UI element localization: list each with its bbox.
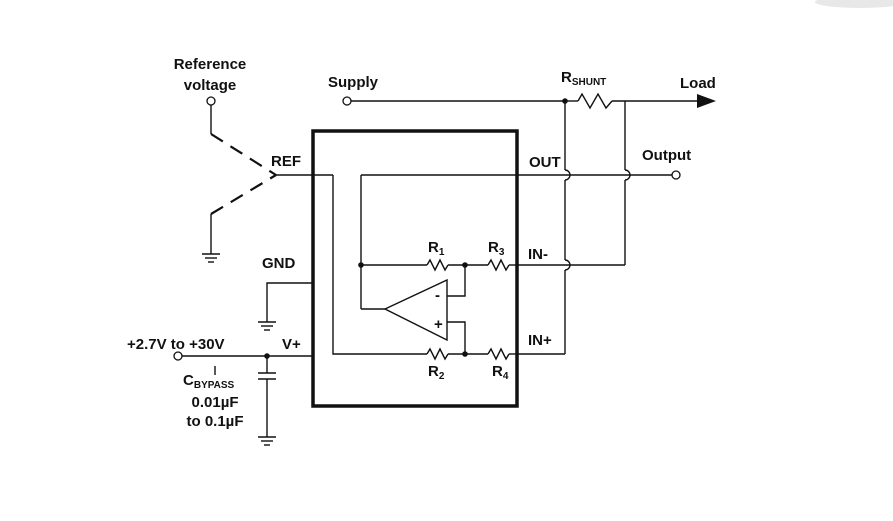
rshunt-resistor (577, 92, 613, 110)
opamp-inverting-sign: - (435, 287, 440, 304)
ref-pin-label: REF (271, 153, 301, 170)
reference-voltage-terminal (206, 96, 216, 106)
out-pin-label: OUT (529, 154, 561, 171)
r2-label: R2 (428, 363, 445, 382)
supply-label: Supply (328, 74, 379, 91)
load-label: Load (680, 75, 716, 92)
r1-label: R1 (428, 239, 445, 258)
cbypass-value-line2: to 0.1µF (187, 413, 244, 430)
rshunt-label: RSHUNT (561, 69, 606, 88)
supply-range-label: +2.7V to +30V (127, 336, 225, 353)
in-minus-pin-label: IN- (528, 246, 548, 263)
in-plus-pin-label: IN+ (528, 332, 552, 349)
corner-smudge (815, 0, 893, 8)
r3-label: R3 (488, 239, 505, 258)
vplus-net (173, 351, 313, 446)
switch-dashed-lower (210, 174, 277, 215)
reference-voltage-label-line2: voltage (184, 77, 237, 94)
gnd-net (258, 282, 313, 331)
switch-dashed-upper (210, 133, 277, 176)
output-net (361, 170, 681, 180)
r4-resistor (487, 347, 510, 361)
gnd-pin-label: GND (262, 255, 296, 272)
r1-resistor (426, 258, 449, 272)
supply-terminal (342, 96, 352, 106)
load-arrow (697, 94, 716, 108)
shunt-sense-wires (517, 101, 631, 355)
output-label: Output (642, 147, 691, 164)
opamp-noninverting-sign: + (434, 316, 443, 333)
vplus-terminal (173, 351, 183, 361)
cbypass-value-line1: 0.01µF (192, 394, 239, 411)
cbypass-label: CBYPASS (183, 372, 235, 391)
supply-net (342, 92, 716, 110)
reference-voltage-label-line1: Reference (174, 56, 247, 73)
r3-resistor (487, 258, 510, 272)
r2-resistor (426, 347, 449, 361)
r4-label: R4 (492, 363, 509, 382)
ground-symbol-ref (202, 253, 220, 263)
ic-package-outline (311, 129, 519, 408)
vplus-pin-label: V+ (282, 336, 301, 353)
reference-switch (202, 96, 333, 263)
opamp-triangle (383, 278, 448, 342)
output-terminal (671, 170, 681, 180)
